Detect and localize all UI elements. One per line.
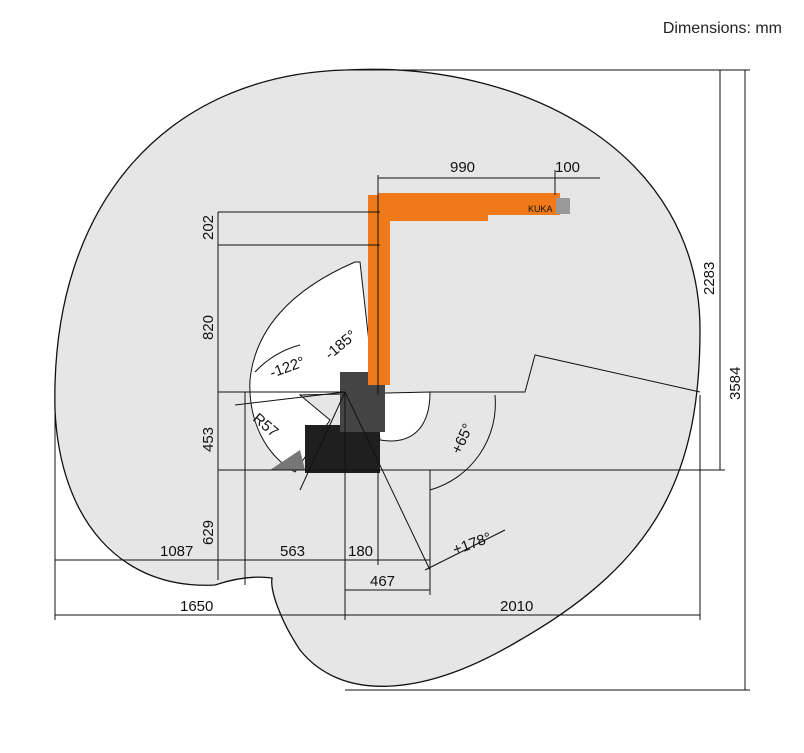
dim-100: 100 — [555, 159, 580, 176]
angle-ray-r57 — [299, 391, 346, 491]
dim-202: 202 — [200, 215, 217, 240]
envelope-step — [430, 354, 701, 393]
dim-563: 563 — [280, 543, 305, 560]
angle-ray-178b — [424, 529, 506, 571]
dim-3584: 3584 — [727, 367, 744, 400]
robot-forearm — [485, 193, 560, 215]
angle-ray-178 — [344, 391, 431, 571]
robot-cable — [270, 450, 305, 470]
dim-453: 453 — [200, 427, 217, 452]
dim-820: 820 — [200, 315, 217, 340]
angle-arc-122 — [254, 344, 301, 373]
dim-2283: 2283 — [701, 262, 718, 295]
angle-arc-65 — [429, 394, 496, 491]
dim-1650: 1650 — [180, 598, 213, 615]
units-label: Dimensions: mm — [662, 20, 782, 37]
dim-990: 990 — [450, 159, 475, 176]
dim-180: 180 — [348, 543, 373, 560]
dim-467: 467 — [370, 573, 395, 590]
dim-2010: 2010 — [500, 598, 533, 615]
angle-ray-122 — [234, 391, 346, 406]
robot-lower-arm — [368, 195, 390, 385]
robot-brand-text: KUKA — [528, 204, 553, 214]
robot-flange — [556, 198, 570, 214]
dim-629: 629 — [200, 520, 217, 545]
robot-base — [305, 425, 380, 473]
dim-1087: 1087 — [160, 543, 193, 560]
robot-upper-arm — [378, 193, 488, 221]
